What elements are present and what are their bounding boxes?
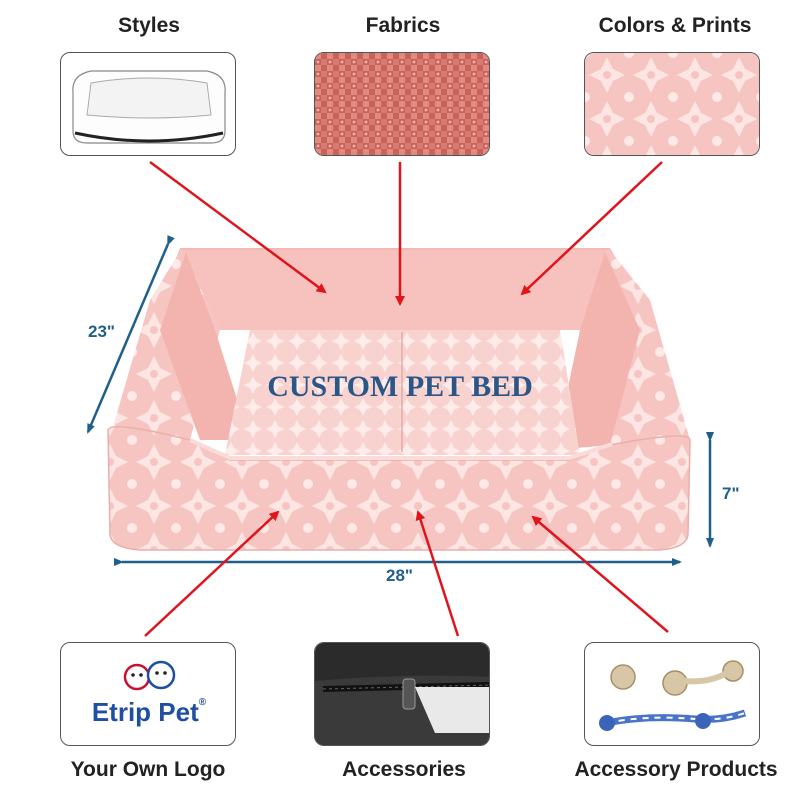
- product-title: CUSTOM PET BED: [267, 370, 533, 403]
- styles-thumbnail[interactable]: [60, 52, 236, 156]
- logo-thumbnail[interactable]: Etrip Pet®: [60, 642, 236, 746]
- label-accessory-products: Accessory Products: [574, 758, 778, 781]
- arrow-styles: [149, 160, 327, 294]
- colors-prints-thumbnail[interactable]: [584, 52, 760, 156]
- zipper-icon: [315, 643, 489, 745]
- height-label: 7": [722, 484, 740, 503]
- accessories-thumbnail[interactable]: [314, 642, 490, 746]
- label-accessories: Accessories: [342, 758, 466, 781]
- logo-registered-mark: ®: [198, 697, 207, 708]
- pet-bed-outline-icon: [72, 70, 226, 144]
- pattern-swatch-icon: [585, 53, 759, 155]
- accessory-products-thumbnail[interactable]: [584, 642, 760, 746]
- arrow-accessories: [415, 510, 460, 637]
- bed-inner-back: [180, 250, 610, 330]
- label-your-own-logo: Your Own Logo: [70, 758, 226, 781]
- depth-dimension-line: [86, 235, 175, 434]
- width-label: 28": [386, 566, 413, 585]
- label-styles: Styles: [118, 14, 180, 37]
- arrow-colors: [520, 161, 663, 296]
- label-fabrics: Fabrics: [365, 14, 441, 37]
- fabrics-thumbnail[interactable]: [314, 52, 490, 156]
- depth-label: 23": [88, 322, 115, 341]
- label-colors-prints: Colors & Prints: [598, 14, 752, 37]
- bed-right-inner: [555, 252, 640, 450]
- bed-left-inner: [160, 252, 250, 440]
- arrow-logo: [144, 510, 280, 637]
- fabric-swatch-icon: [315, 53, 489, 155]
- rope-toy-icon: [599, 660, 747, 731]
- logo-text: Etrip Pet: [91, 697, 199, 727]
- logo-pets-icon: [123, 660, 176, 691]
- arrow-accessory-products: [531, 515, 669, 633]
